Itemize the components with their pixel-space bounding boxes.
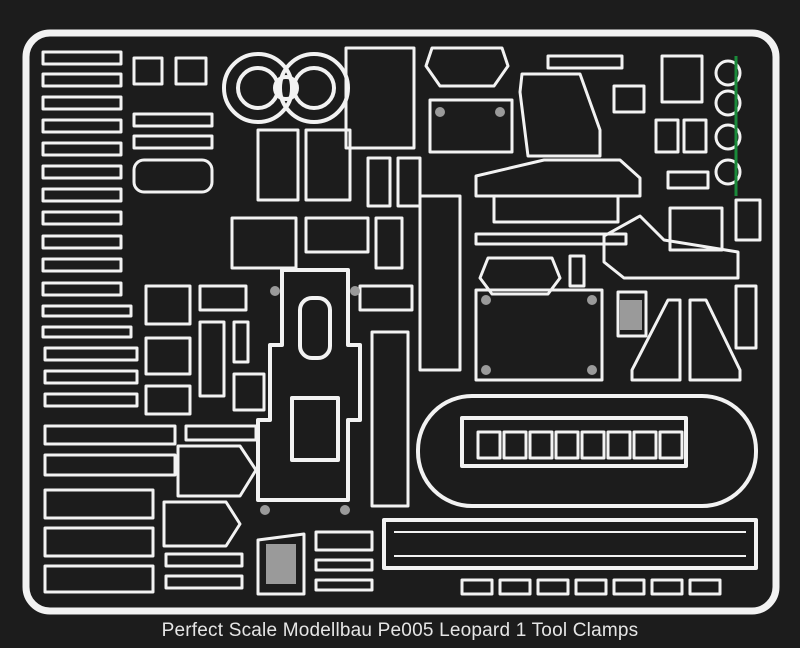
- upper-center-brackets: [230, 46, 422, 508]
- top-left-brackets: [132, 56, 214, 194]
- fret-frame: [22, 29, 780, 615]
- large-tool-bar-part: [416, 394, 758, 508]
- long-bottom-strip: [382, 518, 758, 570]
- middle-right-parts: [474, 198, 762, 382]
- upper-right-parts: [418, 46, 710, 372]
- left-strip-parts: [41, 50, 177, 594]
- central-tall-bracket: [256, 268, 362, 502]
- fret-caption: Perfect Scale Modellbau Pe005 Leopard 1 …: [161, 620, 639, 641]
- bottom-clamp-row: [460, 578, 722, 596]
- lower-left-center-parts: [144, 284, 374, 596]
- double-ring-part: [222, 52, 350, 124]
- right-ring-parts: [714, 59, 742, 186]
- grey-tabs: [260, 107, 642, 584]
- tool-slot-row: [476, 430, 684, 460]
